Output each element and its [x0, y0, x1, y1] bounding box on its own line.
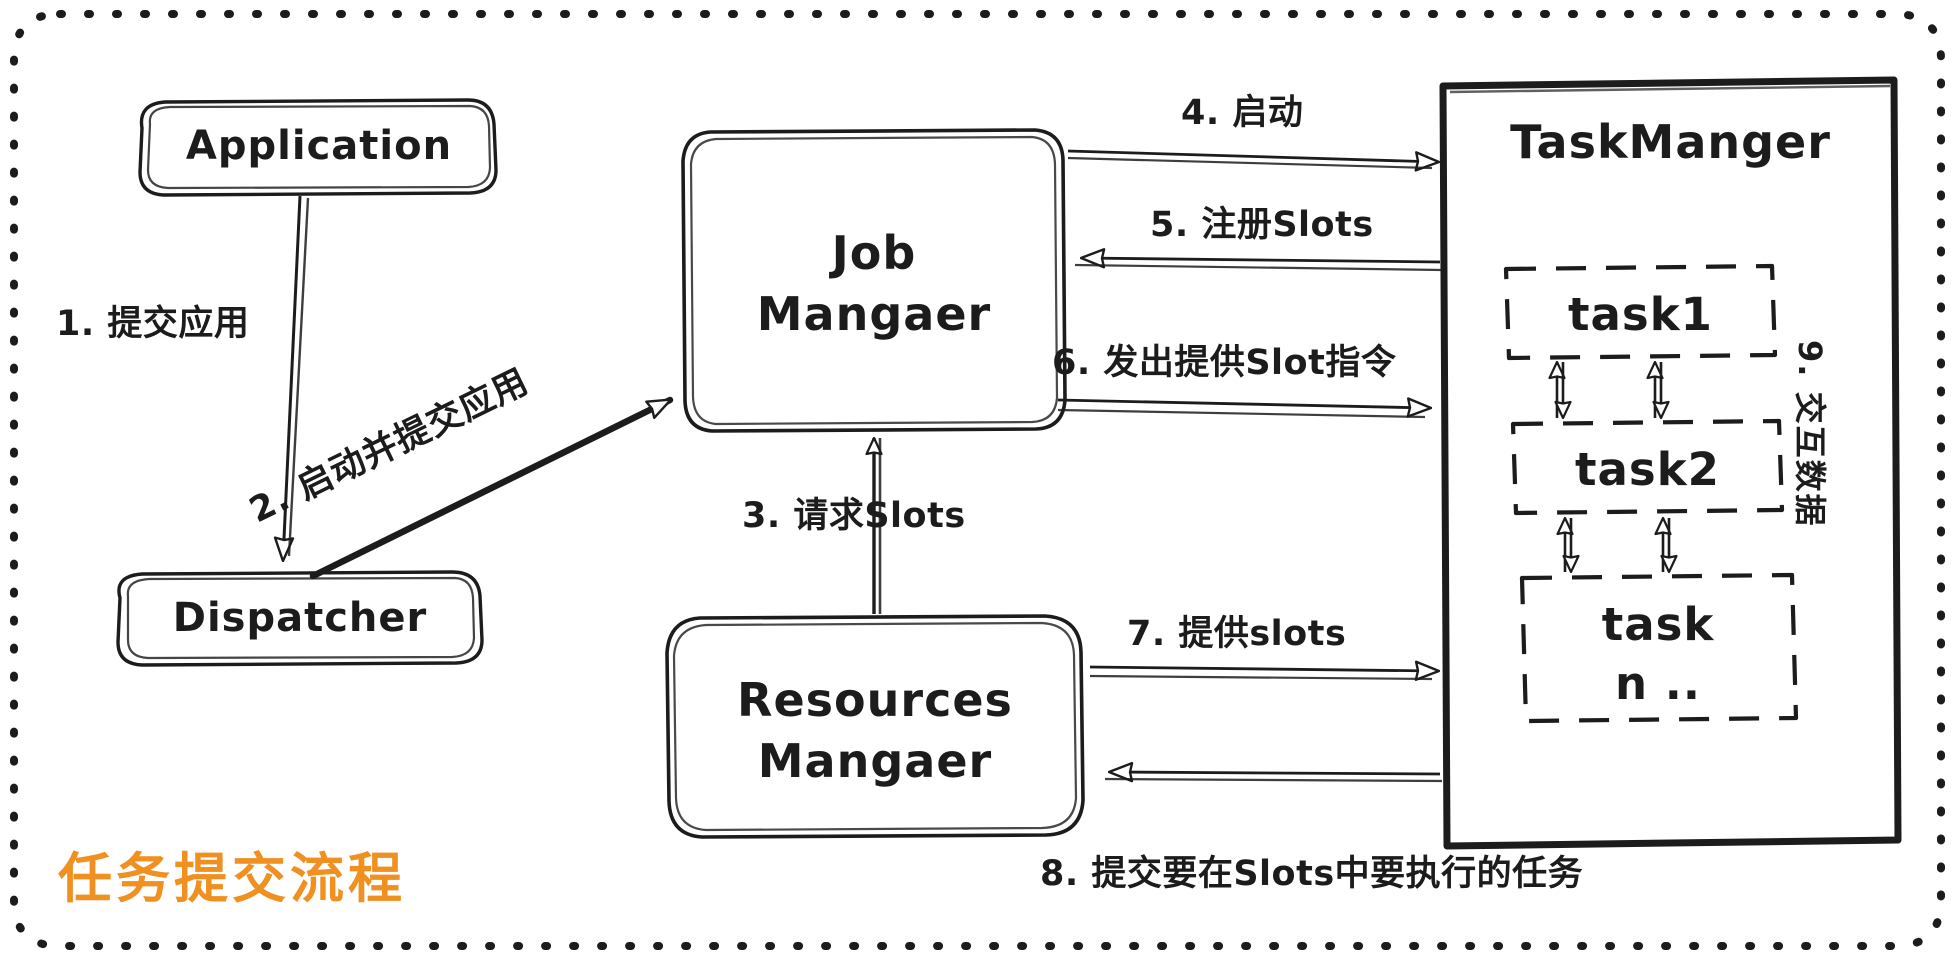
edge-3-label: 3. 请求Slots [742, 496, 966, 536]
task-link-arrows-lower [1556, 516, 1678, 574]
node-dispatcher-shape [116, 570, 484, 667]
node-task2-shape [1510, 418, 1785, 516]
edge-6-label: 6. 发出提供Slot指令 [1052, 343, 1397, 383]
task-link-arrows-upper [1548, 360, 1670, 420]
node-dispatcher-label: Dispatcher [172, 595, 428, 641]
edge-6-arrow [1057, 400, 1430, 419]
node-task-manager-label: TaskManger [1510, 115, 1831, 169]
diagram-title: 任务提交流程 [58, 847, 406, 910]
edge-2-arrow [309, 396, 674, 580]
node-taskn-label: task n .. [1601, 598, 1715, 711]
node-job-manager-label: Job Mangaer [756, 226, 992, 341]
node-resources-manager-shape [665, 614, 1085, 839]
edge-7-label: 7. 提供slots [1127, 614, 1347, 654]
node-application-shape [138, 98, 498, 197]
node-application-label: Application [185, 123, 453, 169]
edge-1-arrow [283, 195, 310, 560]
edge-5-label: 5. 注册Slots [1150, 205, 1374, 245]
edge-8-arrow [1104, 772, 1443, 781]
node-taskn-shape [1519, 572, 1799, 724]
edge-4-label: 4. 启动 [1181, 93, 1304, 133]
node-task1-shape [1503, 263, 1778, 361]
edge-8-label: 8. 提交要在Slots中要执行的任务 [1040, 854, 1584, 894]
edge-1-label: 1. 提交应用 [56, 304, 250, 344]
node-resources-manager-label: Resources Mangaer [737, 673, 1013, 788]
edge-7-arrow [1089, 667, 1438, 679]
outer-dashed-border [10, 10, 1945, 950]
edge-9-label: 9. 交互数据 [1791, 340, 1829, 528]
node-job-manager-shape [681, 128, 1067, 433]
edge-3-arrow [865, 436, 883, 614]
edge-5-arrow [1074, 258, 1443, 272]
node-task1-label: task1 [1568, 288, 1713, 341]
edge-4-arrow [1067, 149, 1438, 168]
node-task2-label: task2 [1575, 443, 1720, 496]
